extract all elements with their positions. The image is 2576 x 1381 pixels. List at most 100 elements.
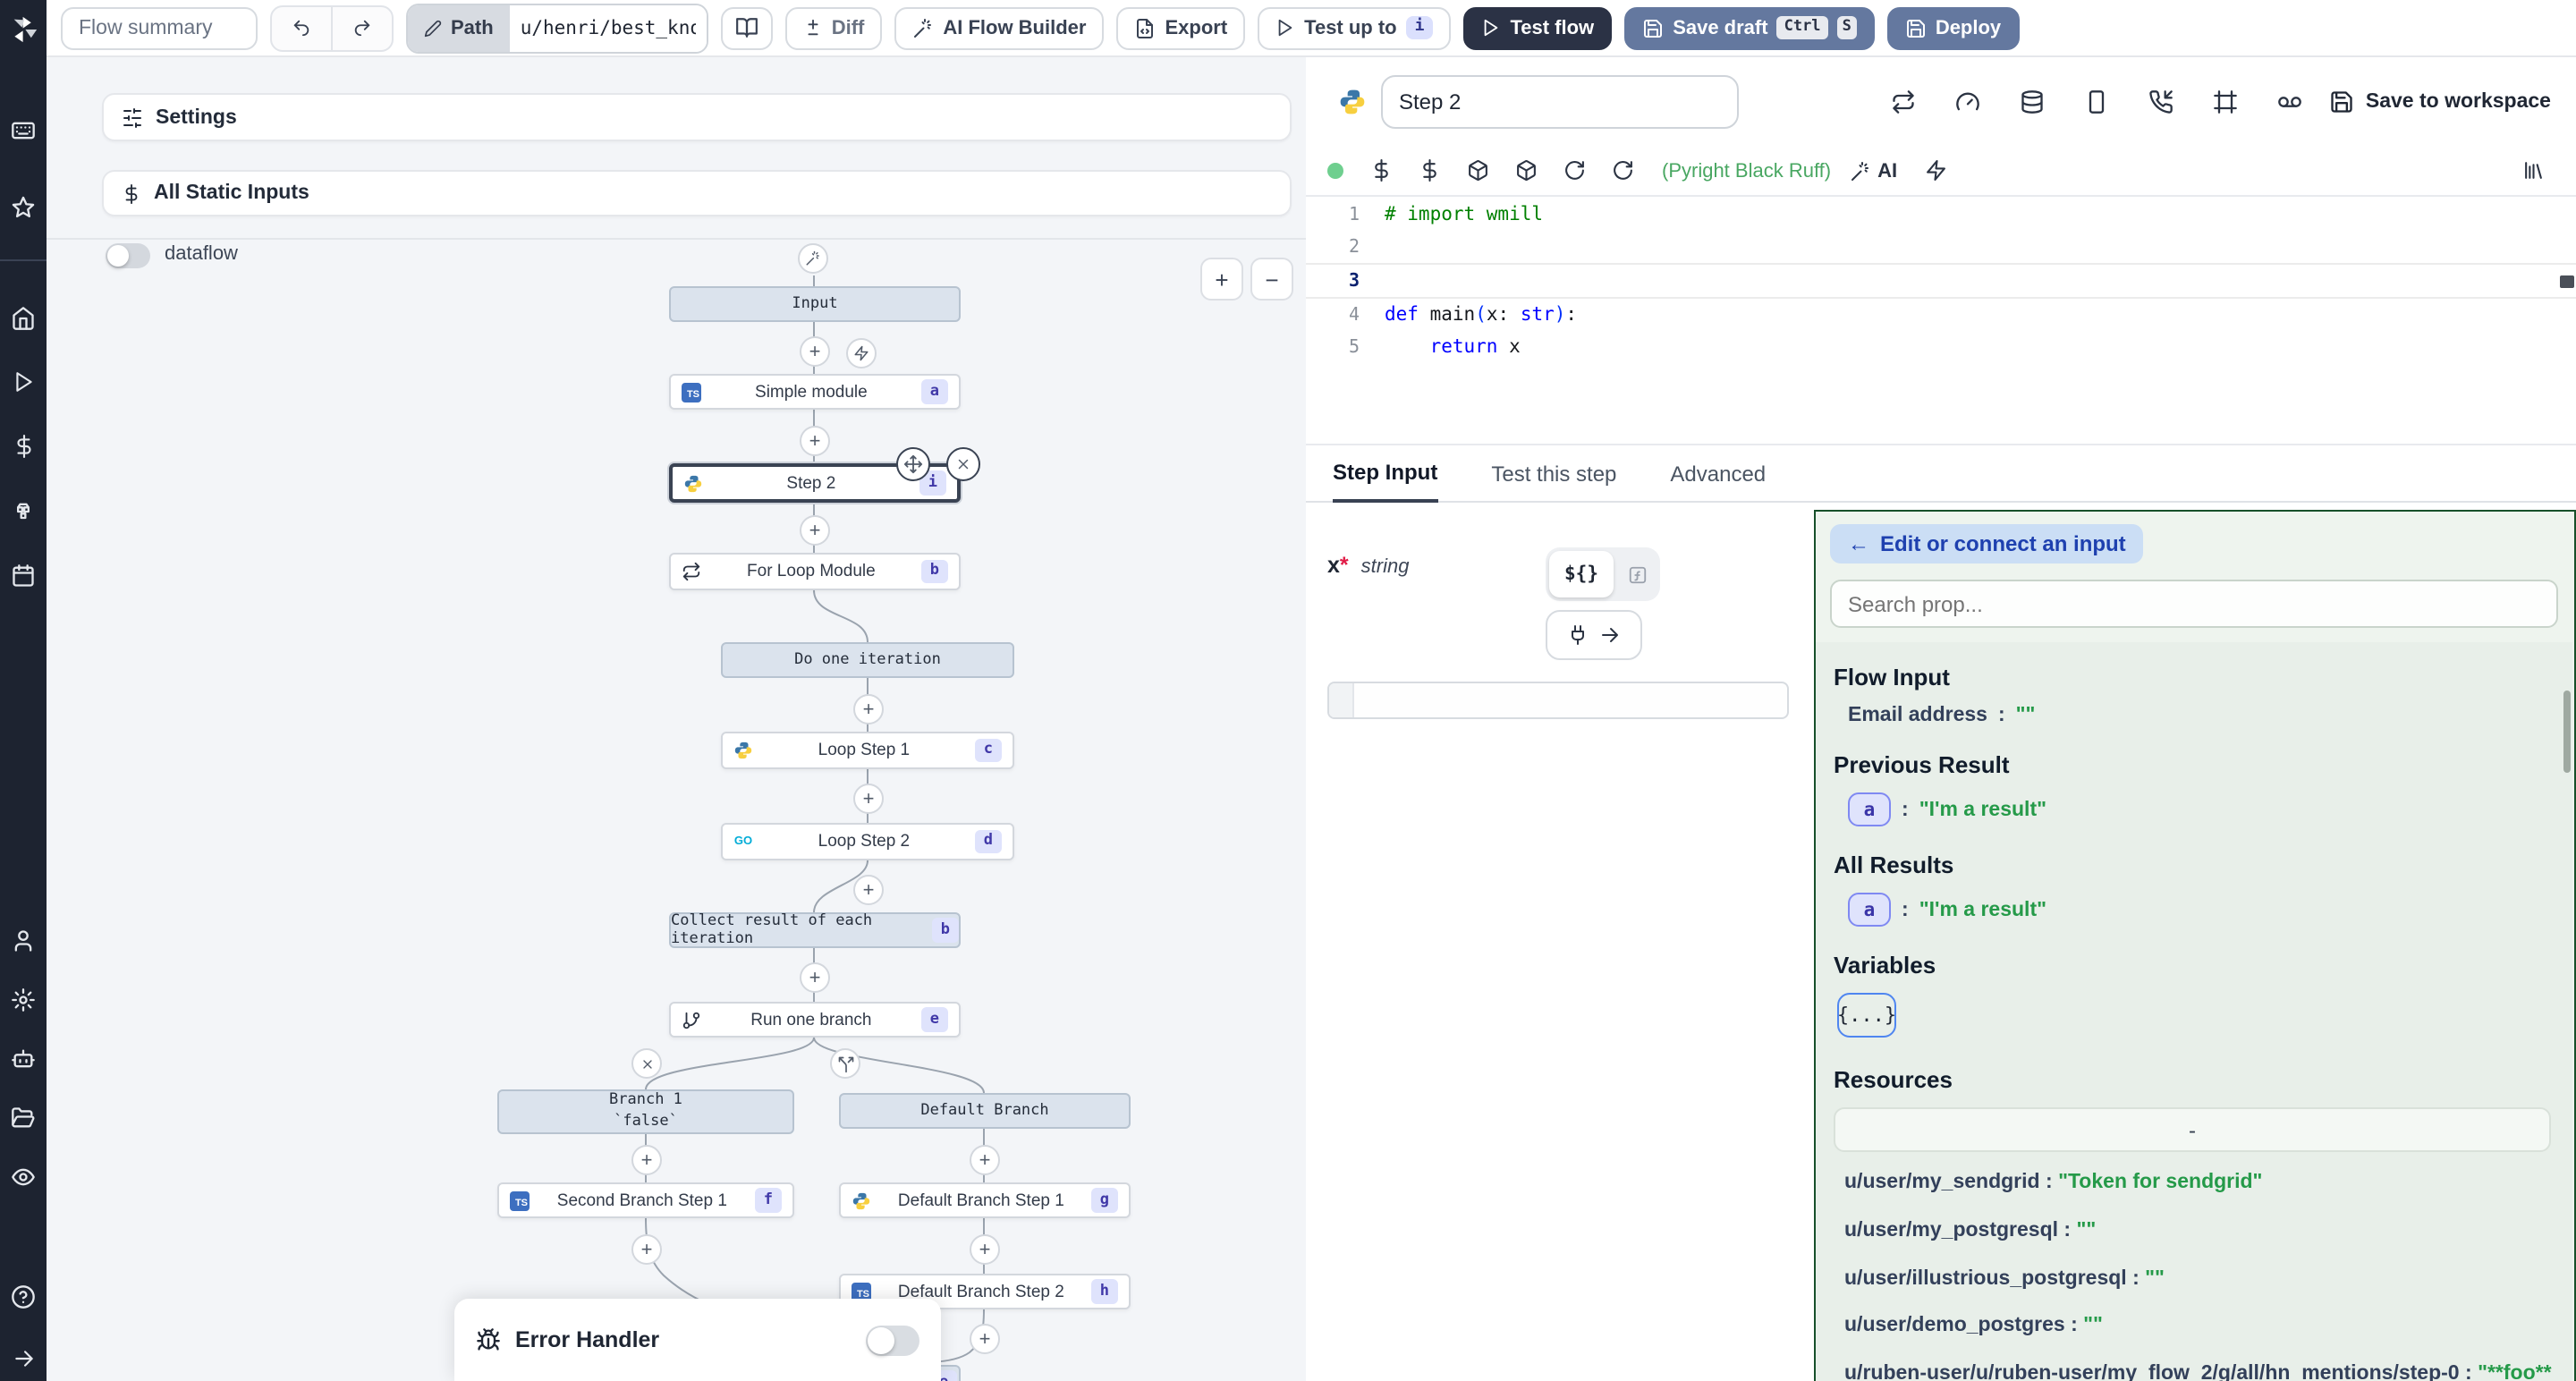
node-loop-step-1[interactable]: Loop Step 1 c	[721, 732, 1014, 769]
resource-row[interactable]: u/ruben-user/u/ruben-user/my_flow_2/g/al…	[1844, 1363, 2552, 1381]
add-step-button[interactable]: +	[970, 1324, 1000, 1354]
add-step-button[interactable]: +	[631, 1145, 662, 1175]
reload-icon[interactable]	[1555, 151, 1596, 191]
add-step-button[interactable]: +	[853, 875, 884, 905]
user-icon[interactable]	[0, 919, 47, 964]
settings-gear-icon[interactable]	[0, 979, 47, 1023]
add-step-button[interactable]: +	[970, 1234, 1000, 1265]
previous-result-row[interactable]: a : "I'm a result"	[1848, 792, 2555, 826]
expression-mode-button[interactable]: ${}	[1549, 551, 1614, 597]
flow-input-row[interactable]: Email address : ""	[1848, 705, 2555, 726]
resources-icon[interactable]	[0, 488, 47, 533]
node-simple-module[interactable]: TS Simple module a	[669, 374, 961, 410]
step-id-badge[interactable]: a	[1848, 893, 1891, 927]
add-step-button[interactable]: +	[800, 962, 830, 993]
tab-test-this-step[interactable]: Test this step	[1491, 462, 1617, 487]
add-step-button[interactable]: +	[853, 694, 884, 724]
resources-filter-box[interactable]: -	[1834, 1107, 2551, 1152]
connect-input-button[interactable]	[1546, 610, 1642, 660]
trigger-zap-button[interactable]	[846, 338, 877, 369]
move-step-button[interactable]	[896, 447, 930, 481]
schedules-icon[interactable]	[0, 553, 47, 597]
add-step-button[interactable]: +	[970, 1145, 1000, 1175]
add-branch-button[interactable]	[830, 1048, 860, 1079]
save-draft-button[interactable]: Save draft Ctrl S	[1624, 6, 1875, 49]
edit-or-connect-button[interactable]: ← Edit or connect an input	[1830, 524, 2144, 563]
code-line[interactable]: 3	[1306, 263, 2576, 299]
test-flow-button[interactable]: Test flow	[1463, 6, 1613, 49]
resource-row[interactable]: u/user/my_postgresql : ""	[1844, 1219, 2097, 1241]
node-for-loop[interactable]: For Loop Module b	[669, 553, 961, 590]
deploy-button[interactable]: Deploy	[1886, 6, 2020, 49]
audit-eye-icon[interactable]	[0, 1155, 47, 1199]
flow-summary-button[interactable]: Flow summary	[61, 6, 258, 49]
package-icon[interactable]	[1458, 151, 1499, 191]
performance-gauge-icon[interactable]	[1944, 79, 1994, 125]
zoom-in-button[interactable]: +	[1200, 258, 1243, 301]
resources-dollar-icon[interactable]	[1410, 151, 1451, 191]
error-handler-toggle[interactable]	[866, 1325, 919, 1355]
variables-expand-badge[interactable]: {...}	[1837, 993, 1896, 1038]
frame-icon[interactable]	[2201, 79, 2251, 125]
node-do-one-iteration[interactable]: Do one iteration	[721, 642, 1014, 678]
home-icon[interactable]	[0, 296, 47, 341]
variables-dollar-icon[interactable]	[1361, 151, 1402, 191]
add-step-button[interactable]: +	[631, 1234, 662, 1265]
all-static-inputs-row[interactable]: All Static Inputs	[102, 170, 1292, 216]
diff-button[interactable]: Diff	[784, 6, 883, 49]
add-step-button[interactable]: +	[800, 336, 830, 367]
reload-icon[interactable]	[1603, 151, 1644, 191]
zap-icon[interactable]	[1915, 151, 1956, 191]
add-step-button[interactable]: +	[800, 515, 830, 546]
docs-button[interactable]	[720, 6, 773, 49]
apps-icon[interactable]	[0, 109, 47, 154]
mobile-icon[interactable]	[2072, 79, 2123, 125]
node-default-branch[interactable]: Default Branch	[839, 1093, 1131, 1129]
node-second-branch-step-1[interactable]: TS Second Branch Step 1 f	[497, 1182, 794, 1218]
node-branch-1[interactable]: Branch 1 `false`	[497, 1089, 794, 1134]
node-run-one-branch[interactable]: Run one branch e	[669, 1002, 961, 1038]
windmill-logo[interactable]	[0, 7, 47, 52]
flow-canvas[interactable]: Settings All Static Inputs dataflow + −	[47, 57, 1308, 1381]
ai-step-suggest-button[interactable]	[798, 243, 828, 274]
resource-row[interactable]: u/user/illustrious_postgresql : ""	[1844, 1267, 2165, 1290]
panel-scrollbar-thumb[interactable]	[2563, 690, 2571, 773]
runs-icon[interactable]	[0, 360, 47, 405]
code-assistants-label[interactable]: (Pyright Black Ruff)	[1662, 160, 1832, 182]
ai-gen-button[interactable]: AI	[1849, 160, 1897, 182]
tab-advanced[interactable]: Advanced	[1670, 462, 1767, 487]
save-to-workspace-button[interactable]: Save to workspace	[2330, 89, 2551, 114]
static-mode-button[interactable]	[1617, 564, 1657, 584]
node-loop-step-2[interactable]: GO Loop Step 2 d	[721, 823, 1014, 860]
step-id-badge[interactable]: a	[1848, 792, 1891, 826]
node-input[interactable]: Input	[669, 286, 961, 322]
undo-button[interactable]	[272, 6, 331, 49]
folders-icon[interactable]	[0, 1096, 47, 1140]
voicemail-icon[interactable]	[2266, 79, 2316, 125]
remove-branch-button[interactable]	[631, 1048, 662, 1079]
cache-database-icon[interactable]	[2008, 79, 2058, 125]
search-prop-input[interactable]	[1830, 580, 2558, 628]
ai-flow-builder-button[interactable]: AI Flow Builder	[894, 6, 1105, 49]
library-icon[interactable]	[2513, 151, 2555, 191]
expand-sidebar-icon[interactable]	[0, 1336, 47, 1381]
delete-step-button[interactable]	[946, 447, 980, 481]
restart-icon[interactable]	[1879, 79, 1929, 125]
export-button[interactable]: Export	[1116, 6, 1246, 49]
code-line[interactable]: 5 return x	[1348, 336, 1521, 358]
add-step-button[interactable]: +	[800, 426, 830, 456]
editor-scroll-marker[interactable]	[2560, 275, 2574, 288]
expression-input[interactable]	[1327, 682, 1789, 719]
node-collect-result[interactable]: Collect result of each iteration b	[669, 912, 961, 948]
help-icon[interactable]	[0, 1275, 47, 1319]
code-line[interactable]: 2	[1348, 237, 1360, 257]
redo-button[interactable]	[331, 6, 392, 49]
dataflow-toggle[interactable]	[106, 243, 150, 268]
add-step-button[interactable]: +	[853, 784, 884, 814]
variables-icon[interactable]	[0, 425, 47, 470]
phone-incoming-icon[interactable]	[2137, 79, 2187, 125]
zoom-out-button[interactable]: −	[1250, 258, 1293, 301]
test-up-to-button[interactable]: Test up to i	[1258, 6, 1452, 49]
resource-row[interactable]: u/user/demo_postgres : ""	[1844, 1315, 2103, 1337]
